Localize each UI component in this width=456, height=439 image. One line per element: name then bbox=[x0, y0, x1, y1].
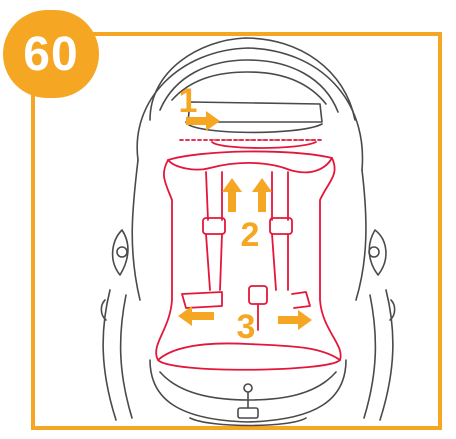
callout-2: 2 bbox=[241, 216, 260, 254]
arrow-left-icon bbox=[178, 306, 214, 326]
arrow-up-icon bbox=[222, 178, 272, 212]
callout-3: 3 bbox=[237, 308, 256, 346]
step-number-badge: 60 bbox=[3, 10, 99, 98]
callout-1: 1 bbox=[179, 82, 198, 120]
arrow-right-icon bbox=[278, 310, 312, 330]
